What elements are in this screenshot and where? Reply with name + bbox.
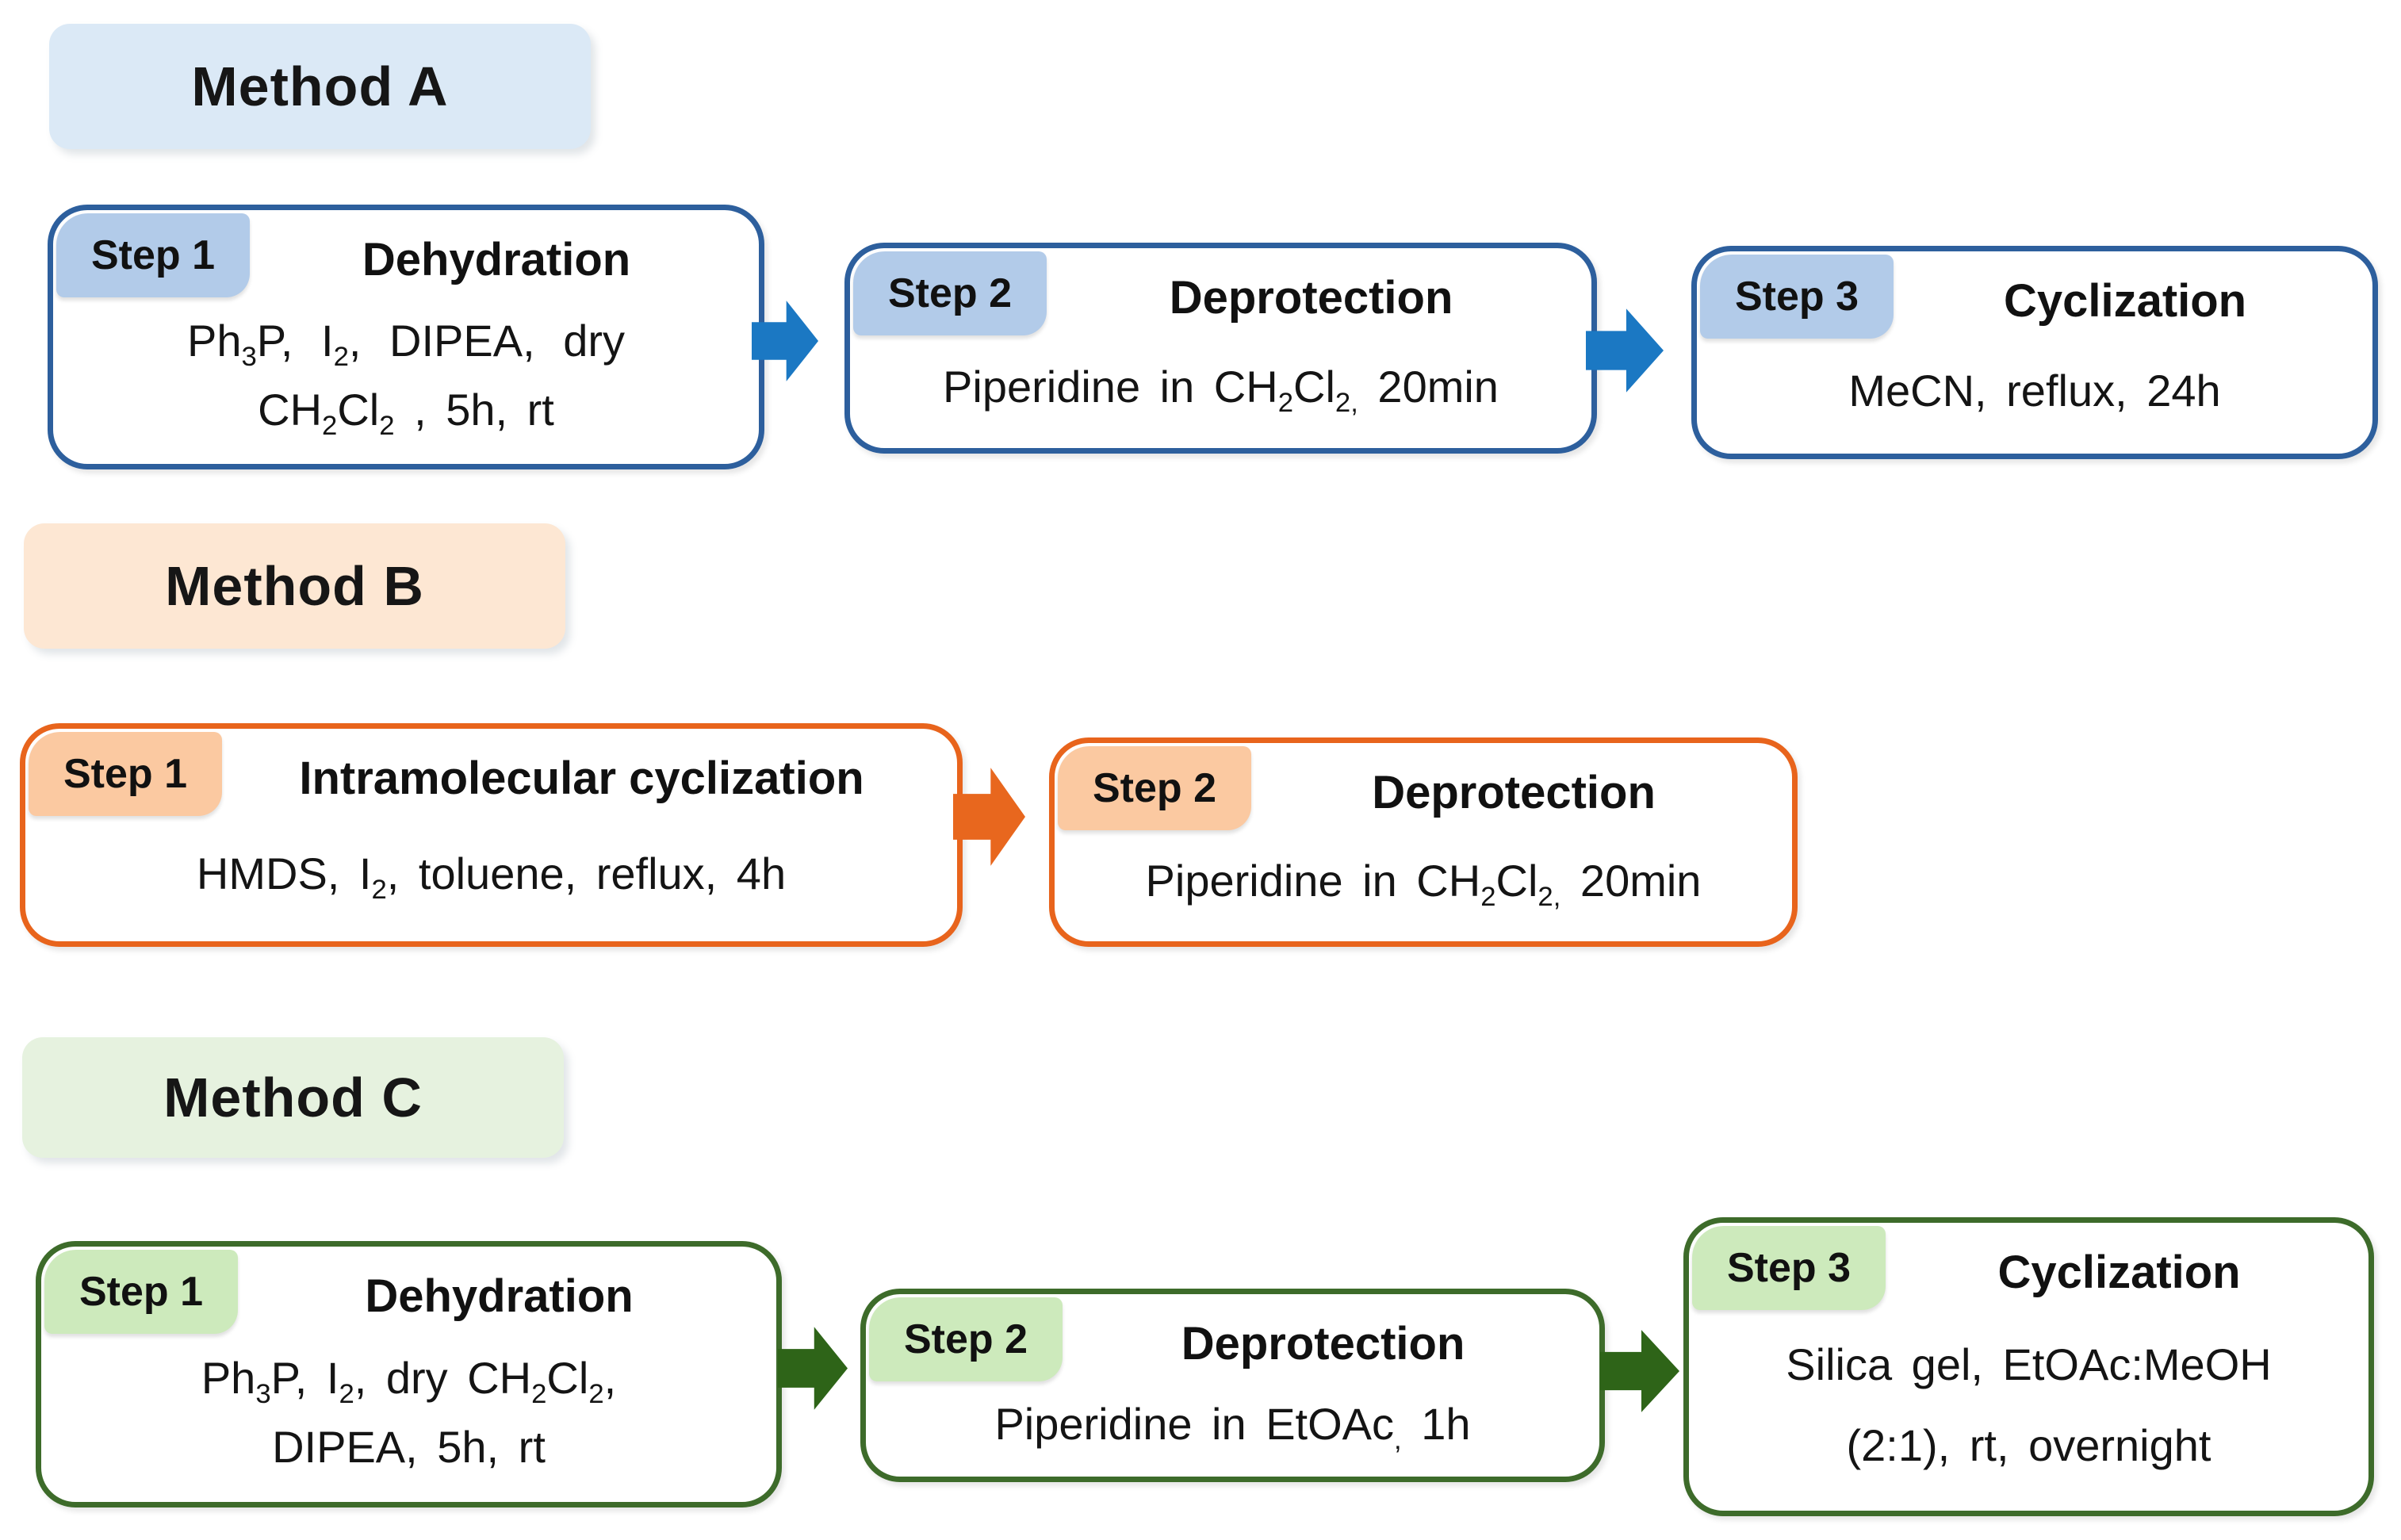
method-a-step-3-box: Step 3 Cyclization MeCN, reflux, 24h (1691, 246, 2378, 459)
step-2-badge: Step 2 (869, 1297, 1063, 1381)
method-c-step-3-box: Step 3 Cyclization Silica gel, EtOAc:MeO… (1683, 1217, 2374, 1516)
reagents-line-1: Piperidine in CH2Cl2, 20min (943, 361, 1499, 418)
reagents-line-2: DIPEA, 5h, rt (272, 1422, 546, 1473)
reagents-line-1: Ph3P, I2, dry CH2Cl2, (201, 1352, 617, 1409)
step-2-badge: Step 2 (1058, 746, 1252, 830)
method-b-label-text: Method B (165, 555, 424, 617)
step-header: Step 3 Cyclization (1697, 251, 2372, 339)
step-reagents: Piperidine in EtOAc, 1h (866, 1381, 1599, 1477)
reagents-line-1: Silica gel, EtOAc:MeOH (1786, 1339, 2272, 1390)
step-1-badge: Step 1 (56, 213, 251, 297)
step-header: Step 2 Deprotection (866, 1294, 1599, 1381)
step-header: Step 1 Intramolecular cyclization (25, 729, 957, 816)
arrow-right-icon (953, 763, 1025, 871)
step-title: Deprotection (1181, 1317, 1465, 1370)
method-a-label-text: Method A (191, 56, 449, 117)
method-a-step-2-box: Step 2 Deprotection Piperidine in CH2Cl2… (844, 243, 1597, 454)
arrow-right-icon (1586, 305, 1664, 396)
step-header: Step 1 Dehydration (53, 210, 759, 297)
step-reagents: Piperidine in CH2Cl2, 20min (1055, 830, 1792, 941)
step-reagents: Ph3P, I2, dry CH2Cl2, DIPEA, 5h, rt (41, 1334, 776, 1502)
step-header: Step 2 Deprotection (1055, 743, 1792, 830)
step-reagents: Ph3P, I2, DIPEA, dry CH2Cl2 , 5h, rt (53, 297, 759, 464)
step-title: Intramolecular cyclization (299, 752, 864, 804)
method-a-step-1-box: Step 1 Dehydration Ph3P, I2, DIPEA, dry … (48, 205, 764, 469)
step-title: Dehydration (365, 1270, 634, 1322)
step-reagents: MeCN, reflux, 24h (1697, 339, 2372, 454)
method-b-step-2-box: Step 2 Deprotection Piperidine in CH2Cl2… (1049, 737, 1798, 947)
step-reagents: HMDS, I2, toluene, reflux, 4h (25, 816, 957, 941)
step-3-badge: Step 3 (1692, 1226, 1886, 1310)
reagents-line-1: Ph3P, I2, DIPEA, dry (186, 316, 626, 373)
method-c-label-text: Method C (163, 1067, 423, 1128)
step-2-badge: Step 2 (853, 251, 1047, 335)
arrow-right-icon (752, 297, 818, 385)
step-title: Deprotection (1372, 766, 1656, 818)
step-1-badge: Step 1 (44, 1250, 239, 1334)
method-c-step-1-box: Step 1 Dehydration Ph3P, I2, dry CH2Cl2,… (36, 1241, 782, 1507)
step-header: Step 2 Deprotection (850, 248, 1591, 335)
step-title: Cyclization (2003, 274, 2247, 327)
step-title: Dehydration (362, 233, 631, 285)
method-b-step-1-box: Step 1 Intramolecular cyclization HMDS, … (20, 723, 963, 947)
step-3-badge: Step 3 (1700, 255, 1894, 339)
method-c-step-2-box: Step 2 Deprotection Piperidine in EtOAc,… (860, 1289, 1605, 1482)
reagents-line-2: (2:1), rt, overnight (1846, 1419, 2211, 1470)
reagents-line-1: Piperidine in CH2Cl2, 20min (1145, 855, 1702, 912)
method-c-label: Method C (22, 1037, 564, 1158)
step-1-badge: Step 1 (29, 732, 223, 816)
step-title: Deprotection (1169, 271, 1453, 324)
reagents-line-1: HMDS, I2, toluene, reflux, 4h (196, 848, 787, 905)
arrow-right-icon (1600, 1326, 1679, 1416)
arrow-right-icon (778, 1323, 848, 1414)
step-title: Cyclization (1997, 1246, 2241, 1298)
step-reagents: Silica gel, EtOAc:MeOH (2:1), rt, overni… (1689, 1310, 2368, 1511)
reagents-line-1: Piperidine in EtOAc, 1h (994, 1398, 1471, 1455)
step-header: Step 1 Dehydration (41, 1247, 776, 1334)
step-reagents: Piperidine in CH2Cl2, 20min (850, 335, 1591, 448)
reagents-line-1: MeCN, reflux, 24h (1848, 366, 2221, 416)
step-header: Step 3 Cyclization (1689, 1223, 2368, 1310)
method-a-label: Method A (49, 24, 591, 149)
reagents-line-2: CH2Cl2 , 5h, rt (258, 385, 554, 442)
method-b-label: Method B (24, 523, 565, 649)
